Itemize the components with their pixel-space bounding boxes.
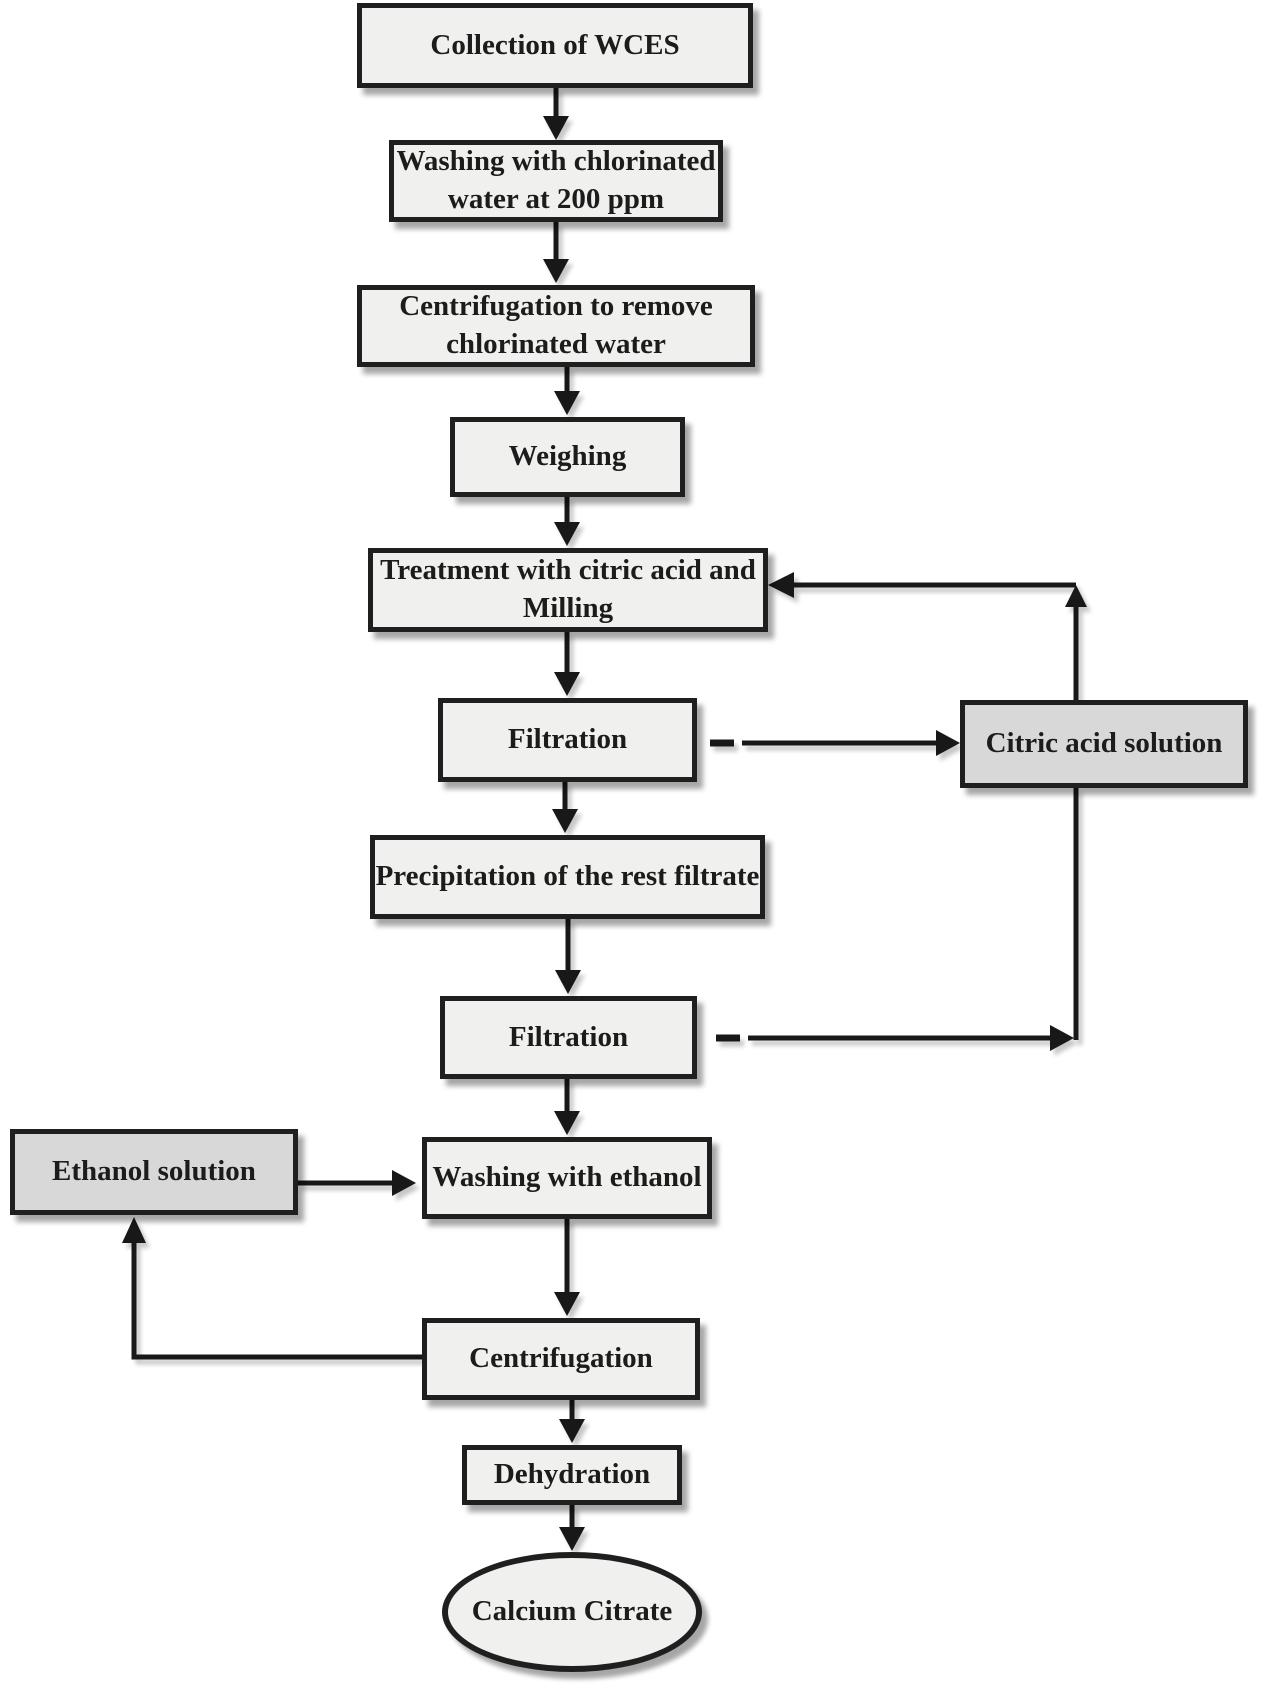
node-washing-chlorinated: Washing with chlorinated water at 200 pp… [389,140,723,222]
arrow-filtration2-to-washing-ethanol [554,1079,580,1135]
node-ethanol-solution: Ethanol solution [10,1129,298,1215]
arrow-ethanol-to-washing-ethanol [298,1170,416,1196]
node-label: Citric acid solution [985,727,1223,760]
node-label: Dehydration [493,1458,651,1491]
arrow-washing-to-centrifugation [543,222,569,283]
node-label: Precipitation of the rest filtrate [375,860,760,893]
node-label: Centrifugation [469,1342,653,1375]
node-citric-acid-solution: Citric acid solution [960,700,1248,788]
arrow-dehydration-to-calcium-citrate [559,1505,585,1551]
arrow-centrifugation-to-dehydration [559,1400,585,1443]
arrow-weighing-to-treatment [554,497,580,546]
arrow-treatment-to-filtration1 [554,632,580,696]
node-calcium-citrate: Calcium Citrate [442,1552,702,1672]
node-label: Treatment with citric acid and Milling [380,554,756,624]
node-washing-ethanol: Washing with ethanol [422,1137,712,1219]
node-dehydration: Dehydration [462,1445,682,1505]
node-treatment-citric-acid-milling: Treatment with citric acid and Milling [368,548,768,632]
node-filtration-2: Filtration [440,996,697,1079]
arrow-collection-to-washing [543,88,569,140]
node-label: Filtration [507,723,628,756]
arrow-centrifugation-to-weighing [554,367,580,415]
node-weighing: Weighing [450,417,685,497]
node-label: Weighing [508,440,627,473]
arrow-precipitation-to-filtration2 [555,919,581,994]
arrow-filtration1-to-precipitation [552,782,578,833]
node-collection-of-wces: Collection of WCES [357,3,753,88]
arrow-filtration2-to-citric-acid [716,788,1079,1051]
node-centrifugation-remove: Centrifugation to remove chlorinated wat… [357,285,755,367]
node-label: Ethanol solution [52,1155,256,1188]
node-filtration-1: Filtration [438,698,697,782]
arrow-citric-acid-to-treatment [768,572,1087,700]
node-precipitation: Precipitation of the rest filtrate [370,835,765,919]
arrow-centrifugation-to-ethanol [122,1217,422,1360]
node-label: Washing with chlorinated water at 200 pp… [396,145,716,215]
node-label: Centrifugation to remove chlorinated wat… [399,290,713,360]
node-label: Filtration [508,1020,629,1053]
node-label: Calcium Citrate [471,1595,673,1628]
arrow-filtration1-to-citric-acid [710,730,960,756]
node-label: Collection of WCES [430,28,680,61]
node-label: Washing with ethanol [432,1161,702,1194]
arrow-washing-ethanol-to-centrifugation [554,1219,580,1316]
node-centrifugation: Centrifugation [422,1318,700,1400]
